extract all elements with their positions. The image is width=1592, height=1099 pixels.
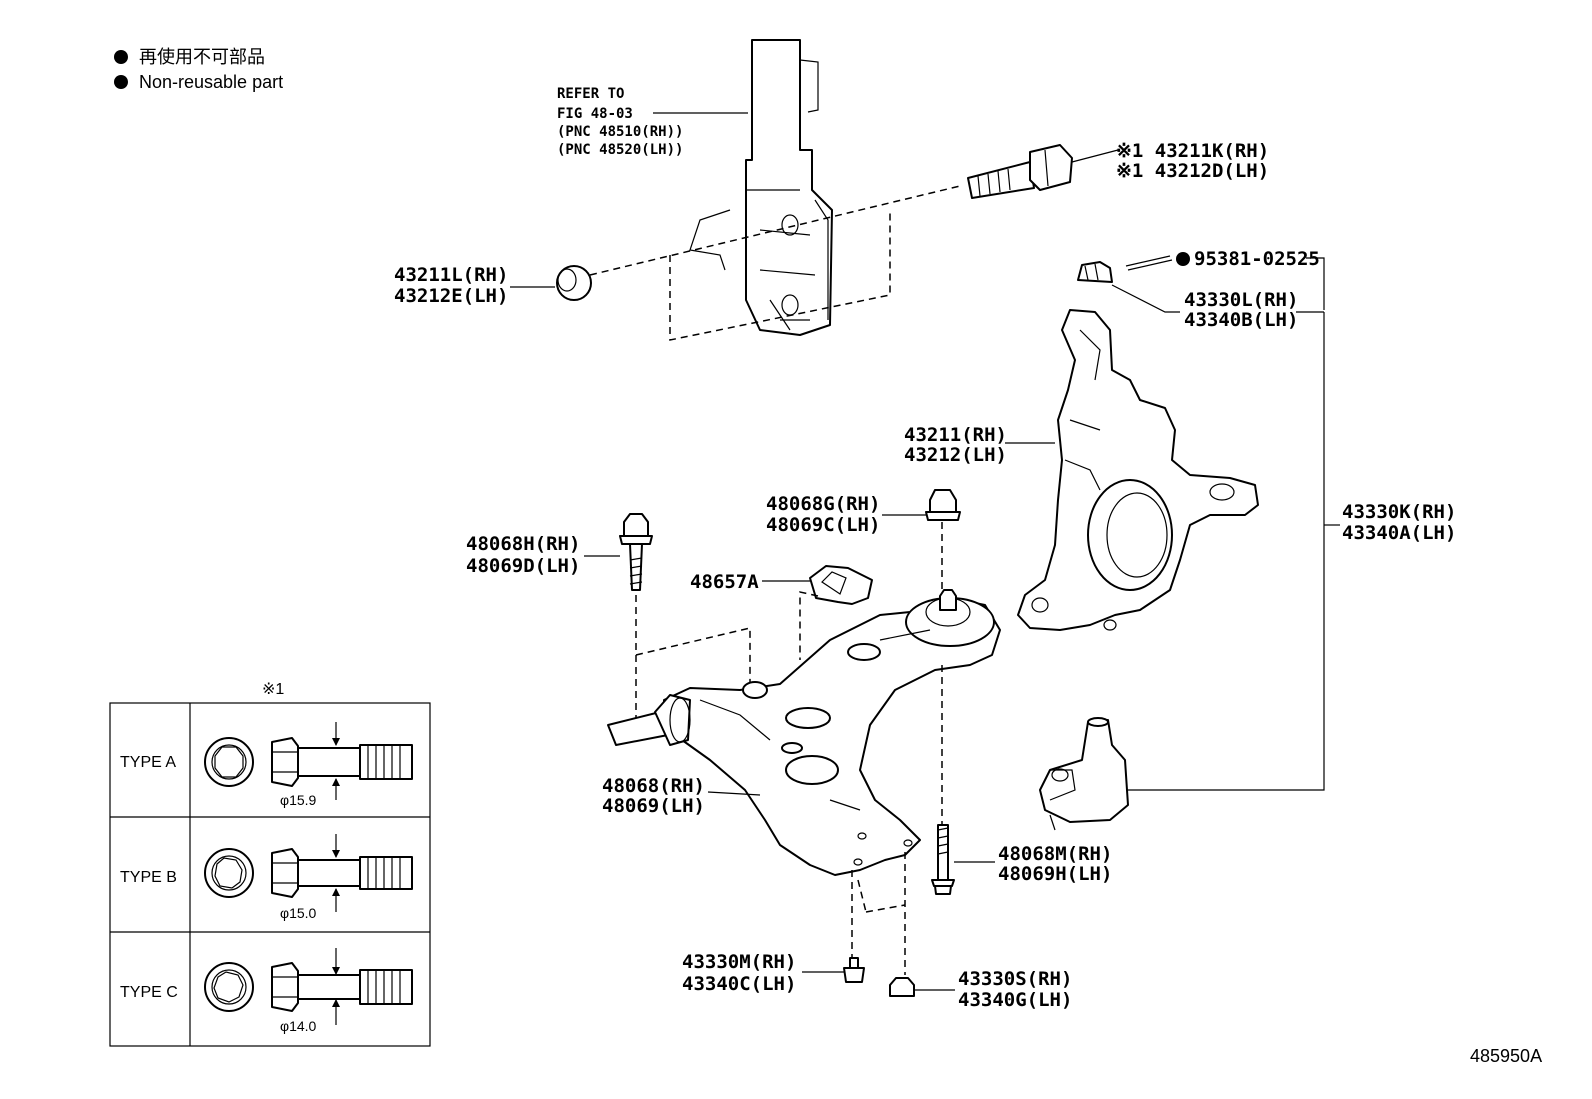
- legend: 再使用不可部品 Non-reusable part: [114, 47, 283, 92]
- callout-bolt-upper-lh: ※1 43212D(LH): [1116, 160, 1269, 182]
- callout-front-arm-bolt-lh: 48069D(LH): [466, 555, 580, 577]
- callout-bottom-nut: 43330S(RH) 43340G(LH): [958, 968, 1072, 1011]
- callout-ball-joint-lh: 43340A(LH): [1342, 522, 1456, 544]
- legend-dot-icon: [114, 75, 128, 89]
- type-row-a: TYPE A φ15.9: [120, 722, 413, 808]
- callout-cotter-pin: 95381-02525: [1194, 248, 1320, 270]
- type-a-diameter: φ15.9: [280, 792, 317, 808]
- cotter-pin-drawing: 95381-02525: [1125, 248, 1325, 310]
- callout-castle-nut-lh: 43340B(LH): [1184, 309, 1298, 331]
- lower-arm-drawing: [607, 589, 1001, 975]
- callout-nut-top: 48068G(RH) 48069C(LH): [766, 493, 880, 536]
- bracket-drawing: [762, 565, 873, 660]
- refer-line3: (PNC 48510(RH)): [557, 124, 683, 140]
- callout-knuckle-rh: 43211(RH): [904, 424, 1007, 446]
- type-c-diameter: φ14.0: [280, 1018, 317, 1034]
- type-b-label: TYPE B: [120, 869, 177, 886]
- callout-rear-arm-bolt: 48068M(RH) 48069H(LH): [998, 843, 1112, 885]
- refer-line4: (PNC 48520(LH)): [557, 142, 683, 158]
- type-b-diameter: φ15.0: [280, 905, 317, 921]
- callout-knuckle-lh: 43212(LH): [904, 444, 1007, 466]
- upper-bolt-drawing: [967, 144, 1119, 199]
- strut-nut-drawing: [510, 265, 592, 301]
- callout-front-arm-bolt: 48068H(RH) 48069D(LH): [466, 533, 580, 577]
- non-reusable-dot-icon: [1176, 252, 1190, 266]
- callout-nut-top-rh: 48068G(RH): [766, 493, 880, 515]
- callout-bottom-nut-lh: 43340G(LH): [958, 989, 1072, 1011]
- callout-bottom-bolt-lh: 43340C(LH): [682, 973, 796, 995]
- bottom-nut-drawing: [889, 977, 955, 997]
- bottom-bolt-drawing: [802, 957, 865, 983]
- legend-dot-icon: [114, 50, 128, 64]
- type-table-mark: ※1: [262, 681, 284, 698]
- front-arm-bolt-drawing: [584, 513, 751, 720]
- legend-en: Non-reusable part: [139, 72, 283, 92]
- ball-joint-drawing: [1039, 312, 1340, 831]
- callout-nut-strut-lh: 43212E(LH): [394, 285, 508, 307]
- callout-ball-joint: 43330K(RH) 43340A(LH): [1342, 501, 1456, 544]
- callout-rear-arm-bolt-lh: 48069H(LH): [998, 863, 1112, 885]
- refer-line2: FIG 48-03: [557, 106, 633, 122]
- callout-lower-arm-rh: 48068(RH): [602, 775, 705, 797]
- type-c-label: TYPE C: [120, 984, 178, 1001]
- callout-bolt-upper: ※1 43211K(RH) ※1 43212D(LH): [1116, 140, 1269, 182]
- callout-nut-strut-rh: 43211L(RH): [394, 264, 508, 286]
- callout-rear-arm-bolt-rh: 48068M(RH): [998, 843, 1112, 865]
- callout-front-arm-bolt-rh: 48068H(RH): [466, 533, 580, 555]
- legend-jp: 再使用不可部品: [139, 47, 265, 67]
- refer-note: REFER TO FIG 48-03 (PNC 48510(RH)) (PNC …: [557, 86, 748, 158]
- callout-lower-arm-lh: 48069(LH): [602, 795, 705, 817]
- callout-bottom-bolt: 43330M(RH) 43340C(LH): [682, 951, 796, 995]
- callout-bolt-upper-rh: ※1 43211K(RH): [1116, 140, 1269, 162]
- callout-castle-nut-rh: 43330L(RH): [1184, 289, 1298, 311]
- callout-bottom-nut-rh: 43330S(RH): [958, 968, 1072, 990]
- callout-knuckle: 43211(RH) 43212(LH): [904, 424, 1007, 466]
- callout-nut-strut: 43211L(RH) 43212E(LH): [394, 264, 508, 307]
- arm-nut-top-drawing: [882, 489, 961, 600]
- strut-drawing: [689, 39, 833, 336]
- callout-bracket: 48657A: [690, 571, 759, 593]
- refer-line1: REFER TO: [557, 86, 624, 102]
- type-row-b: TYPE B φ15.0: [120, 834, 413, 921]
- callout-ball-joint-rh: 43330K(RH): [1342, 501, 1456, 523]
- rear-arm-bolt-drawing: [931, 824, 995, 895]
- type-row-c: TYPE C φ14.0: [120, 948, 413, 1034]
- callout-lower-arm: 48068(RH) 48069(LH): [602, 775, 705, 817]
- type-a-label: TYPE A: [120, 754, 176, 771]
- callout-nut-top-lh: 48069C(LH): [766, 514, 880, 536]
- type-table: ※1 TYPE A φ15.9 TYPE B: [109, 681, 431, 1047]
- callout-castle-nut: 43330L(RH) 43340B(LH): [1184, 289, 1324, 331]
- figure-number: 485950A: [1470, 1046, 1542, 1066]
- knuckle-drawing: [1005, 309, 1259, 631]
- castle-nut-drawing: [1077, 261, 1180, 313]
- callout-bottom-bolt-rh: 43330M(RH): [682, 951, 796, 973]
